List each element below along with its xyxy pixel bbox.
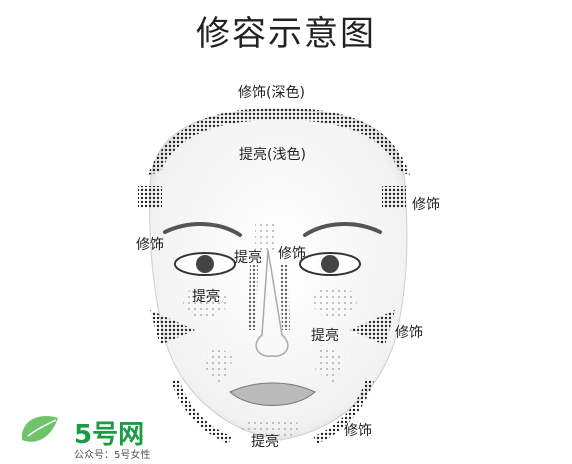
- leaf-logo-icon: [21, 416, 58, 442]
- right-iris: [321, 255, 339, 273]
- nose-bridge-left-zone: [248, 265, 258, 330]
- label-temple-right: 修饰: [412, 197, 440, 213]
- jaw-right-zone: [313, 378, 374, 444]
- watermark-brand: 5号网: [74, 420, 145, 450]
- watermark: 5号网 公众号：5号女性: [8, 414, 188, 462]
- label-nose-top: 提亮: [234, 250, 262, 266]
- nose-bridge-right-zone: [280, 265, 290, 330]
- left-eyebrow: [163, 222, 242, 237]
- forehead-dark-zone: [148, 108, 410, 175]
- left-iris: [196, 255, 214, 273]
- temple-right-zone: [382, 186, 406, 208]
- jaw-left-zone: [171, 378, 232, 444]
- label-chin: 提亮: [251, 434, 279, 450]
- nose-top-zone: [255, 222, 277, 252]
- label-under-eye: 提亮: [192, 289, 220, 305]
- cheek-left-zone: [150, 310, 195, 345]
- watermark-sub: 公众号：5号女性: [74, 450, 151, 461]
- nose: [255, 249, 289, 357]
- under-eye-right-zone: [313, 286, 357, 318]
- label-temple-left: 修饰: [136, 237, 164, 253]
- label-forehead-dark: 修饰(深色): [238, 85, 305, 101]
- chin-zone: [242, 418, 302, 438]
- label-nose-bridge: 修饰: [278, 246, 306, 262]
- label-jaw-right: 修饰: [395, 325, 423, 341]
- lips: [229, 382, 316, 406]
- temple-left-zone: [138, 186, 162, 208]
- cheek-right-zone: [350, 310, 395, 345]
- label-jaw-lower-right: 修饰: [344, 423, 372, 439]
- lower-cheek-right-zone: [315, 345, 345, 385]
- label-forehead-light: 提亮(浅色): [239, 147, 306, 163]
- page-title: 修容示意图: [196, 14, 376, 54]
- label-cheek-right: 提亮: [311, 328, 339, 344]
- under-eye-left-zone: [183, 286, 227, 318]
- lower-cheek-left-zone: [205, 345, 235, 385]
- right-eyebrow: [303, 222, 382, 237]
